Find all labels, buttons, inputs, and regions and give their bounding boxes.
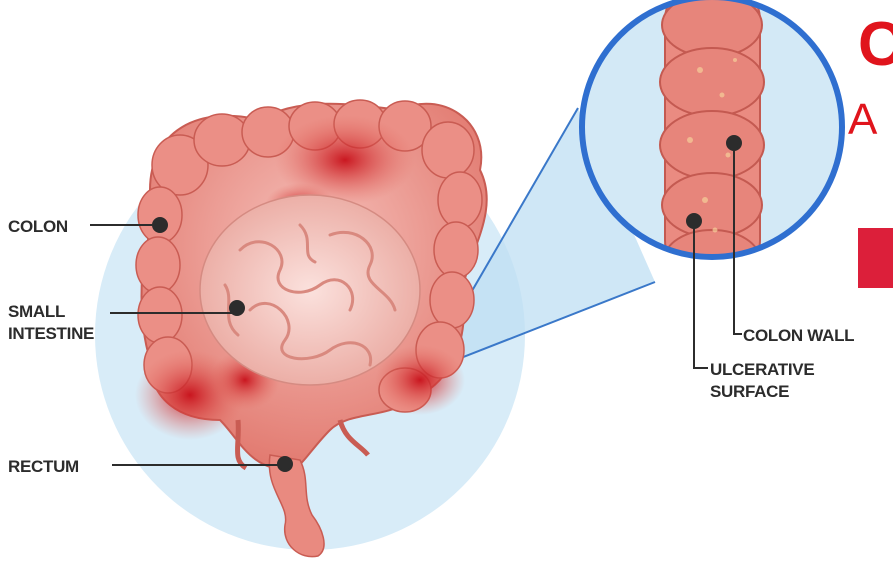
red-accent-block xyxy=(858,228,893,288)
label-rectum: RECTUM xyxy=(8,457,79,476)
label-small-intestine-line1: SMALL xyxy=(8,302,65,321)
heading-subtitle-fragment: A xyxy=(848,98,877,142)
label-colon-wall: COLON WALL xyxy=(743,326,854,345)
label-small-intestine-line2: INTESTINE xyxy=(8,324,94,343)
label-ulcerative-line1: ULCERATIVE xyxy=(710,360,814,379)
label-colon: COLON xyxy=(8,217,68,236)
label-ulcerative-line2: SURFACE xyxy=(710,382,789,401)
heading-title-fragment: C xyxy=(858,14,893,76)
